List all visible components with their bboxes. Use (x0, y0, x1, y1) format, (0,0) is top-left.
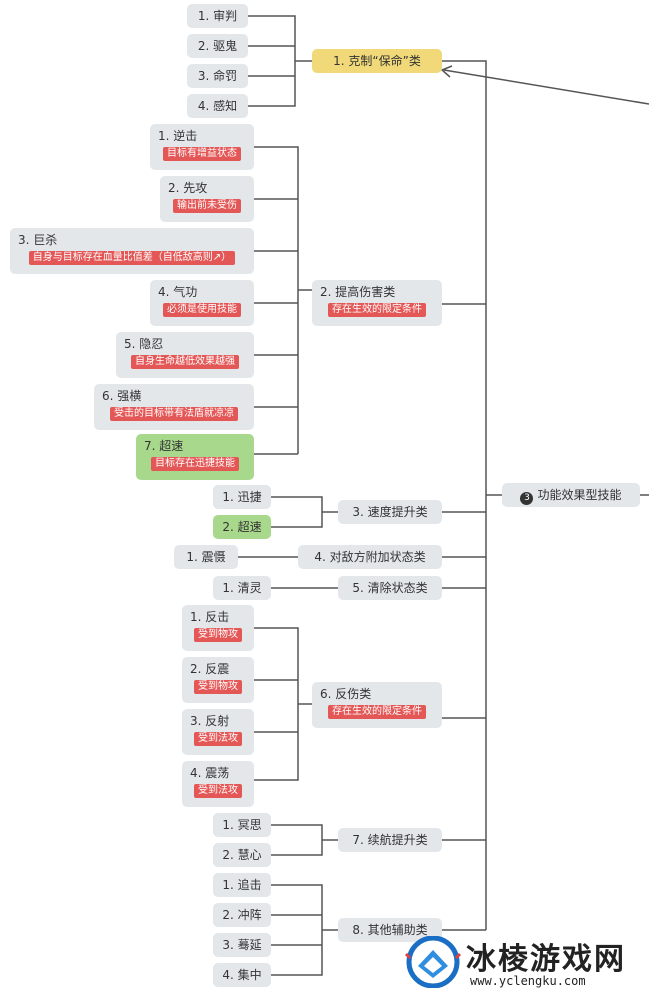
node-label: 2. 驱鬼 (197, 39, 238, 53)
node-label: 1. 审判 (197, 9, 238, 23)
category-label: 3. 速度提升类 (352, 505, 428, 519)
node-xunjie[interactable]: 1. 迅捷 (213, 485, 271, 509)
node-fanzhen[interactable]: 2. 反震受到物攻 (182, 657, 254, 703)
condition-tag: 目标有增益状态 (163, 147, 241, 161)
category-label: 2. 提高伤害类 (320, 285, 396, 299)
node-huixin[interactable]: 2. 慧心 (213, 843, 271, 867)
condition-tag: 必须是使用技能 (163, 303, 241, 317)
category-reflect-damage[interactable]: 6. 反伤类存在生效的限定条件 (312, 682, 442, 728)
watermark-brand: 冰棱游戏网 (466, 942, 626, 977)
node-label: 7. 超速 (144, 439, 184, 453)
node-label: 4. 震荡 (190, 766, 230, 780)
node-zhendang[interactable]: 4. 震荡受到法攻 (182, 761, 254, 807)
condition-tag: 受到物攻 (194, 628, 242, 642)
node-jizhong[interactable]: 4. 集中 (213, 963, 271, 987)
node-xiangong[interactable]: 2. 先攻输出前未受伤 (160, 176, 254, 222)
node-qugui[interactable]: 2. 驱鬼 (187, 34, 248, 58)
node-fanshe[interactable]: 3. 反射受到法攻 (182, 709, 254, 755)
node-yinren[interactable]: 5. 隐忍自身生命越低效果越强 (116, 332, 254, 378)
category-label: 7. 续航提升类 (352, 833, 428, 847)
node-chaosu-speed[interactable]: 2. 超速 (213, 515, 271, 539)
number-badge-icon: 3 (520, 492, 534, 505)
condition-tag: 存在生效的限定条件 (328, 303, 426, 317)
condition-tag: 受到法攻 (194, 732, 242, 746)
node-label: 1. 逆击 (158, 129, 198, 143)
node-label: 3. 反射 (190, 714, 230, 728)
condition-tag: 受击的目标带有法盾就凉凉 (110, 407, 238, 421)
category-cleanse[interactable]: 5. 清除状态类 (338, 576, 442, 600)
node-moyan[interactable]: 3. 蓦延 (213, 933, 271, 957)
condition-tag: 目标存在迅捷技能 (151, 457, 239, 471)
category-damage-boost[interactable]: 2. 提高伤害类存在生效的限定条件 (312, 280, 442, 326)
node-jusha[interactable]: 3. 巨杀自身与目标存在血量比值差（自低敌高则↗） (10, 228, 254, 274)
watermark-site: www.yclengku.com (470, 974, 586, 988)
node-label: 6. 强横 (102, 389, 142, 403)
node-label: 2. 反震 (190, 662, 230, 676)
condition-tag: 自身生命越低效果越强 (131, 355, 239, 369)
node-label: 5. 隐忍 (124, 337, 164, 351)
node-ganzhi[interactable]: 4. 感知 (187, 94, 248, 118)
node-label: 1. 冥思 (222, 818, 262, 832)
condition-tag: 受到物攻 (194, 680, 242, 694)
root-label: 功能效果型技能 (537, 488, 622, 502)
node-qiangheng[interactable]: 6. 强横受击的目标带有法盾就凉凉 (94, 384, 254, 430)
category-label: 4. 对敌方附加状态类 (314, 550, 426, 564)
watermark-logo-icon (404, 936, 462, 988)
watermark: 冰棱游戏网 www.yclengku.com (400, 930, 649, 994)
condition-tag: 受到法攻 (194, 784, 242, 798)
node-chongzhen[interactable]: 2. 冲阵 (213, 903, 271, 927)
node-mingfa[interactable]: 3. 命罚 (187, 64, 248, 88)
category-label: 8. 其他辅助类 (352, 923, 428, 937)
category-sustain-boost[interactable]: 7. 续航提升类 (338, 828, 442, 852)
node-label: 3. 命罚 (197, 69, 238, 83)
node-label: 1. 震慑 (186, 550, 226, 564)
node-zhuiji[interactable]: 1. 追击 (213, 873, 271, 897)
node-chaosu[interactable]: 7. 超速目标存在迅捷技能 (136, 434, 254, 480)
node-qigong[interactable]: 4. 气功必须是使用技能 (150, 280, 254, 326)
category-label: 5. 清除状态类 (352, 581, 428, 595)
node-label: 2. 先攻 (168, 181, 208, 195)
category-counter-survival[interactable]: 1. 克制“保命”类 (312, 49, 442, 73)
node-shenpan[interactable]: 1. 审判 (187, 4, 248, 28)
node-label: 1. 追击 (222, 878, 262, 892)
node-fanji[interactable]: 1. 反击受到物攻 (182, 605, 254, 651)
category-speed-boost[interactable]: 3. 速度提升类 (338, 500, 442, 524)
node-label: 1. 迅捷 (222, 490, 262, 504)
node-label: 3. 蓦延 (222, 938, 262, 952)
node-label: 4. 集中 (222, 968, 262, 982)
node-qingling[interactable]: 1. 清灵 (213, 576, 271, 600)
node-label: 2. 超速 (222, 520, 262, 534)
node-label: 2. 冲阵 (222, 908, 262, 922)
condition-tag: 存在生效的限定条件 (328, 705, 426, 719)
node-niji[interactable]: 1. 逆击目标有增益状态 (150, 124, 254, 170)
node-label: 3. 巨杀 (18, 233, 58, 247)
node-label: 2. 慧心 (222, 848, 262, 862)
condition-tag: 输出前未受伤 (173, 199, 241, 213)
category-label: 1. 克制“保命”类 (333, 54, 421, 68)
category-enemy-status[interactable]: 4. 对敌方附加状态类 (298, 545, 442, 569)
node-zhenshe[interactable]: 1. 震慑 (174, 545, 238, 569)
node-label: 1. 反击 (190, 610, 230, 624)
node-mingsi[interactable]: 1. 冥思 (213, 813, 271, 837)
node-label: 1. 清灵 (222, 581, 262, 595)
node-label: 4. 感知 (197, 99, 238, 113)
category-label: 6. 反伤类 (320, 687, 372, 701)
condition-tag: 自身与目标存在血量比值差（自低敌高则↗） (28, 251, 236, 265)
node-label: 4. 气功 (158, 285, 198, 299)
